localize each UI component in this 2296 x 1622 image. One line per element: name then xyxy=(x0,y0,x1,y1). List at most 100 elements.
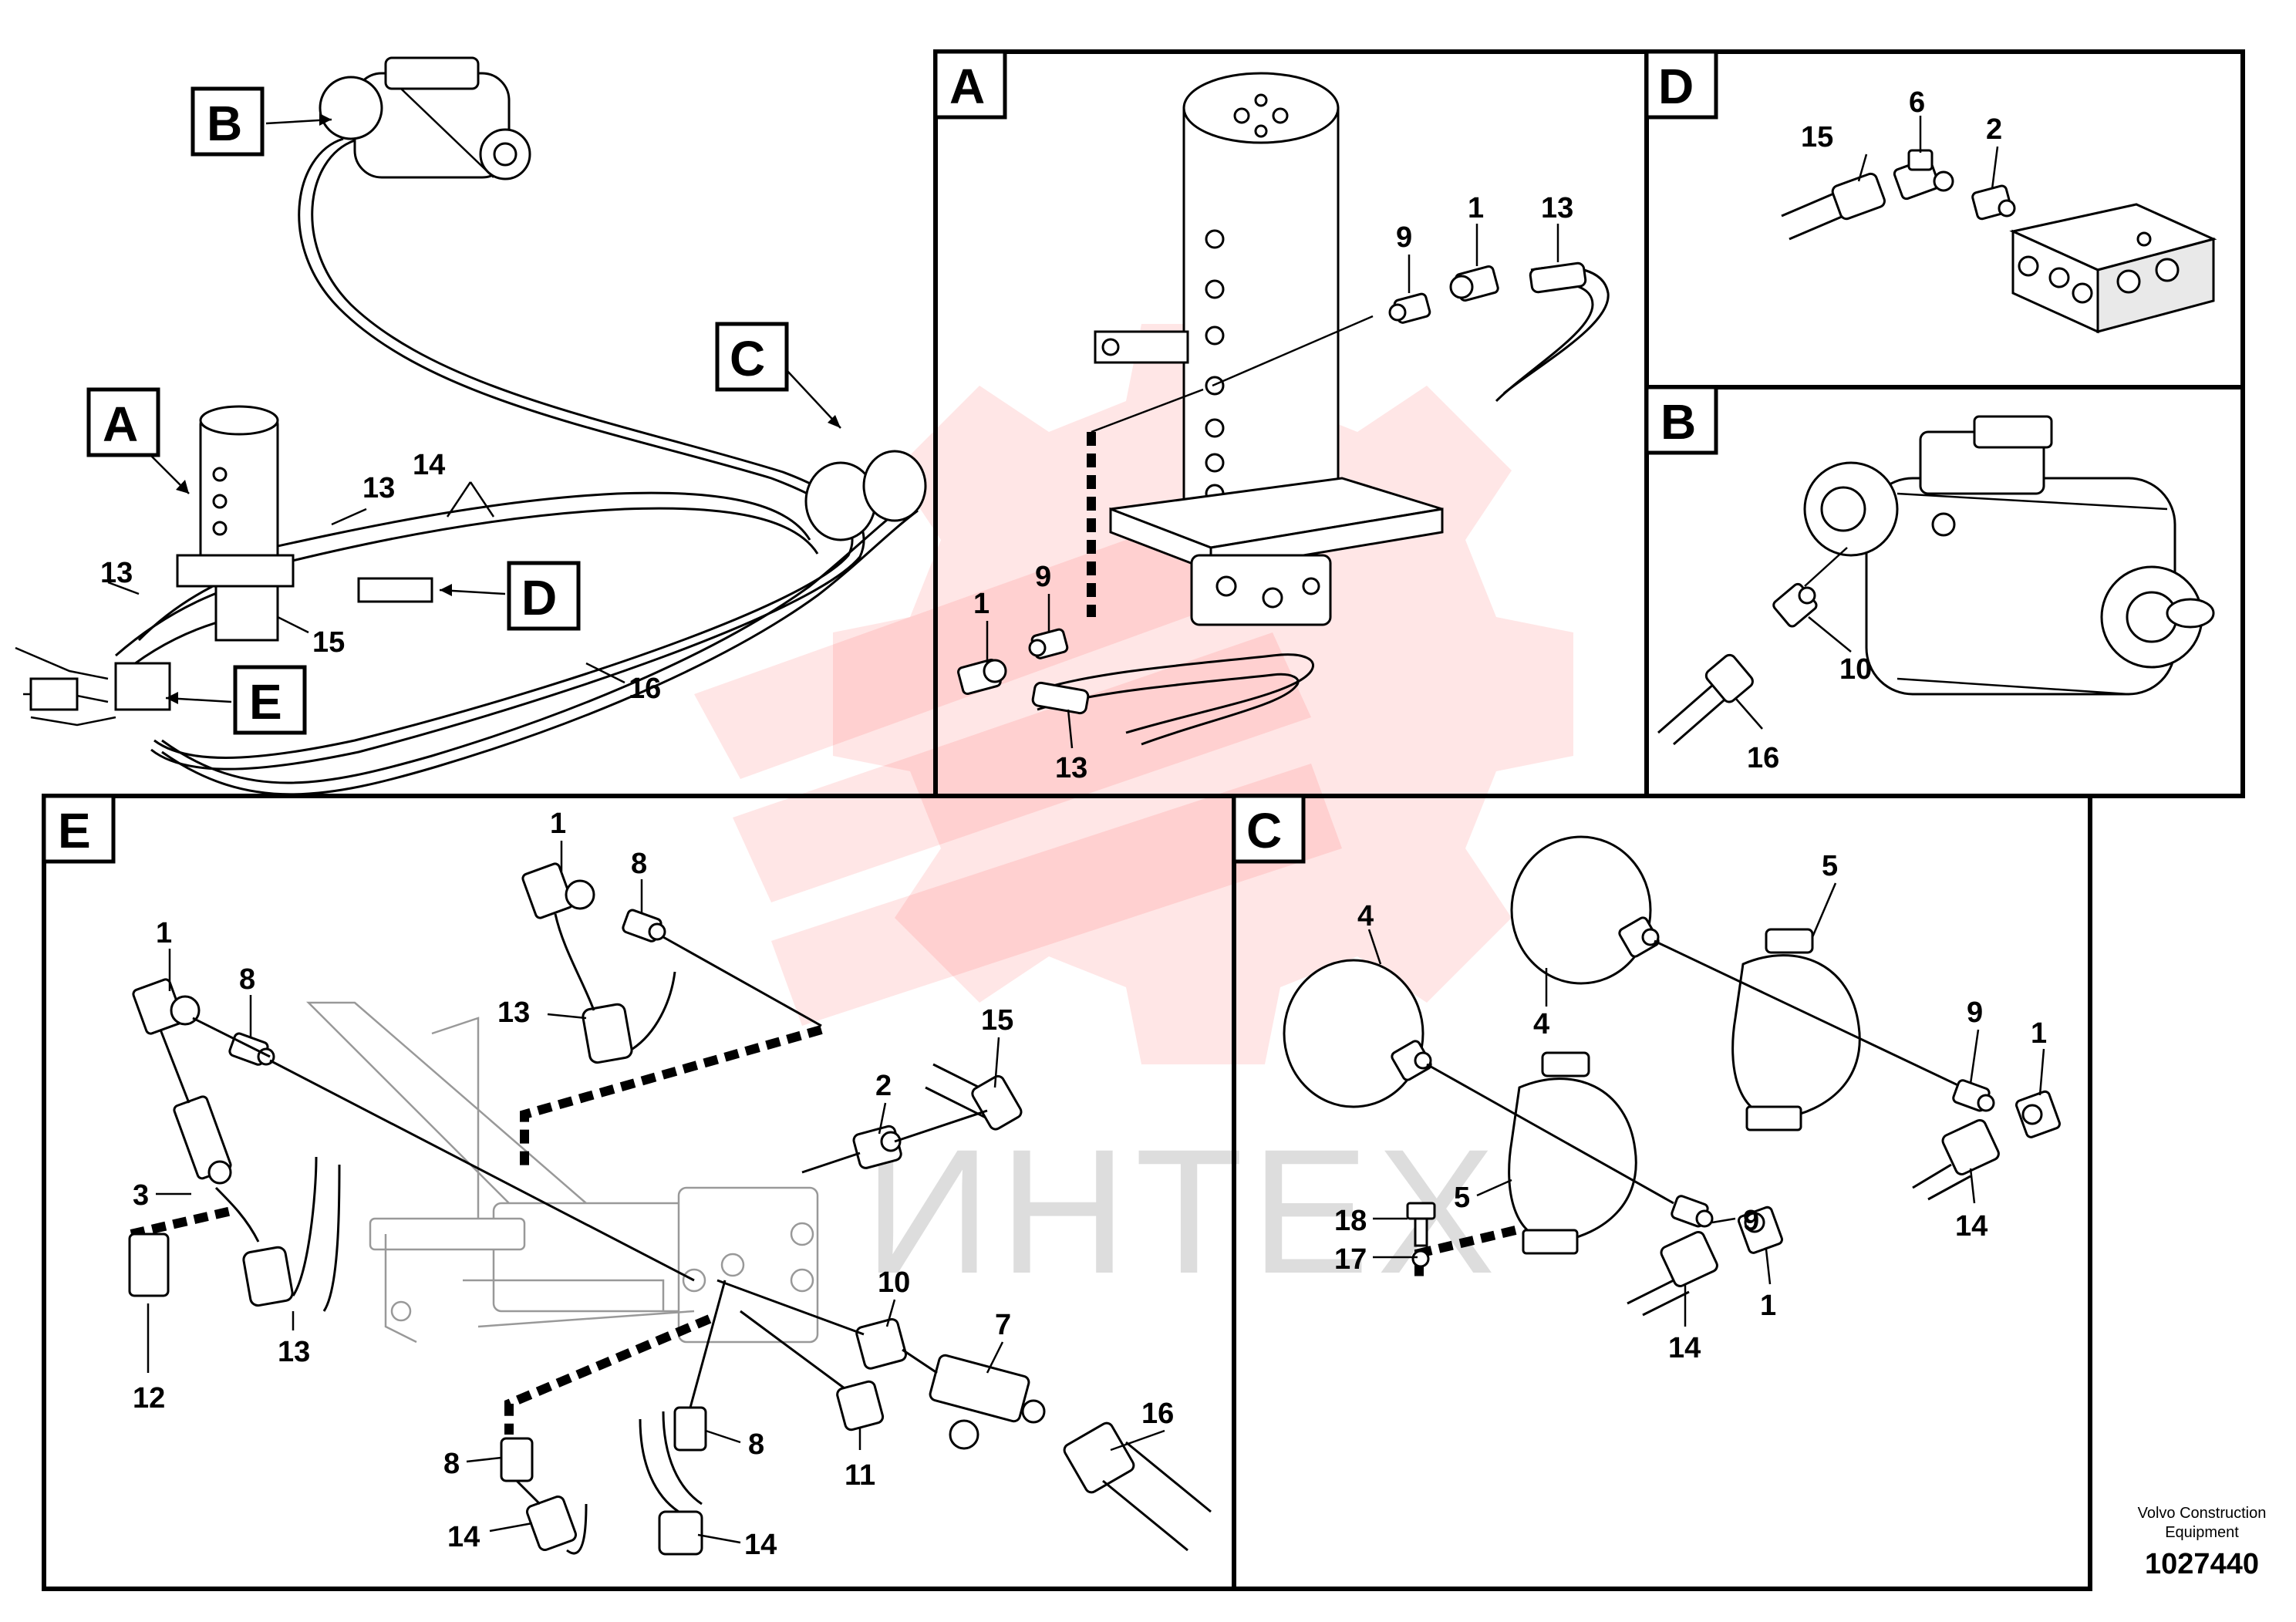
panel-e-tee-3 xyxy=(173,1095,232,1185)
panel-e-label-1b: 1 xyxy=(550,808,566,840)
panel-e-tee-7 xyxy=(929,1354,1046,1450)
panel-a-tag: A xyxy=(949,59,985,114)
panel-d-tag: D xyxy=(1658,59,1694,114)
watermark-gear-logo xyxy=(694,324,1573,1064)
panel-c-accumulator-left xyxy=(1283,959,1432,1108)
panel-e-fitting-1-left xyxy=(132,978,201,1035)
tag-c-overview-label: C xyxy=(730,331,765,386)
panel-c-label-5b: 5 xyxy=(1454,1182,1470,1214)
panel-d-elbow-6 xyxy=(1893,149,1954,201)
panel-e-tag: E xyxy=(58,803,91,858)
panel-a-label-13a: 13 xyxy=(1541,192,1573,224)
brand-line-2: Equipment xyxy=(2165,1524,2239,1541)
panel-c-label-14b: 14 xyxy=(1955,1210,1988,1243)
panel-b: B 10 16 xyxy=(1644,385,2245,798)
panel-e-adapter-2 xyxy=(852,1125,902,1169)
panel-e-label-8c: 8 xyxy=(443,1448,460,1480)
panel-a-label-1a: 1 xyxy=(1468,192,1484,224)
panel-c-hose-end-14-lower xyxy=(1627,1230,1718,1317)
panel-e-hose-14-right xyxy=(639,1411,703,1556)
panel-e-control-valve xyxy=(305,1001,819,1344)
tag-b-overview xyxy=(190,86,265,157)
panel-c-label-9a: 9 xyxy=(1967,996,1983,1029)
panel-c-fitting-9-upper xyxy=(1952,1079,1995,1112)
panel-b-tag: B xyxy=(1660,394,1696,450)
panel-a-fitting-9-bottom xyxy=(1028,628,1069,659)
panel-c-label-5a: 5 xyxy=(1822,850,1838,882)
panel-e-label-10: 10 xyxy=(878,1266,910,1299)
panel-a-label-13b: 13 xyxy=(1055,752,1087,784)
overview-assembly xyxy=(15,56,927,796)
panel-a-label-9a: 9 xyxy=(1396,221,1412,254)
panel-a-label-9b: 9 xyxy=(1035,561,1051,593)
overview-swivel xyxy=(176,405,295,642)
panel-e-adapter-10 xyxy=(855,1317,907,1370)
brand-line-1: Volvo Construction xyxy=(2138,1505,2267,1522)
panel-e-label-7: 7 xyxy=(995,1309,1011,1341)
overview-accumulators xyxy=(804,450,927,541)
panel-e-fitting-8-bottom-right xyxy=(673,1406,707,1452)
panel-e-fitting-8-top xyxy=(622,909,666,943)
panel-a-label-1b: 1 xyxy=(973,588,990,620)
panel-e-label-8d: 8 xyxy=(748,1428,764,1461)
panel-e: E xyxy=(42,794,1236,1591)
panel-c-hose-end-14-upper xyxy=(1912,1118,2000,1201)
overview-pump xyxy=(319,56,531,180)
panel-e-label-13b: 13 xyxy=(278,1336,310,1368)
panel-c-fitting-1-upper xyxy=(2014,1090,2061,1138)
panel-a-fitting-9-top xyxy=(1388,292,1431,324)
panel-c-label-14a: 14 xyxy=(1668,1332,1701,1364)
tag-d-overview-label: D xyxy=(521,570,557,626)
panel-b-label-10: 10 xyxy=(1839,653,1872,686)
brand-block: Volvo Construction Equipment 1027440 xyxy=(2138,1505,2267,1580)
panel-c-fitting-9-lower xyxy=(1671,1195,1714,1228)
overview-block-d xyxy=(357,577,433,603)
panel-d-valve-block xyxy=(2009,203,2217,334)
panel-c-label-9b: 9 xyxy=(1743,1205,1759,1237)
panel-e-label-1a: 1 xyxy=(156,917,172,949)
panel-c-label-1a: 1 xyxy=(2031,1017,2047,1050)
panel-e-hose-16 xyxy=(1063,1421,1212,1552)
panel-d-label-6: 6 xyxy=(1909,86,1925,119)
overview-label-15: 15 xyxy=(312,626,345,659)
panel-e-label-2: 2 xyxy=(875,1070,892,1102)
panel-c-label-4b: 4 xyxy=(1533,1008,1549,1040)
panel-e-fitting-1-top xyxy=(521,862,595,919)
panel-e-hose-13-left xyxy=(242,1156,341,1312)
overview-label-16: 16 xyxy=(629,673,661,705)
tag-e-overview-label: E xyxy=(249,674,282,730)
panel-e-fitting-8-bottom-left xyxy=(500,1437,534,1482)
panel-e-label-3: 3 xyxy=(133,1179,149,1212)
panel-c-tag: C xyxy=(1246,803,1282,858)
panel-a-swivel-joint xyxy=(1094,72,1444,626)
panel-c-label-18: 18 xyxy=(1334,1205,1367,1237)
tag-c-overview xyxy=(715,322,789,392)
tag-a-overview-label: A xyxy=(103,396,138,452)
panel-a: A xyxy=(933,49,1649,798)
panel-c-accumulator-right xyxy=(1510,835,1660,985)
panel-b-pump xyxy=(1803,415,2215,696)
panel-c-label-4a: 4 xyxy=(1357,900,1374,932)
panel-d-label-15: 15 xyxy=(1801,121,1833,153)
tag-a-overview xyxy=(86,387,160,457)
panel-e-hose-13-top xyxy=(554,913,676,1064)
overview-label-14: 14 xyxy=(413,449,445,481)
panel-e-label-12: 12 xyxy=(133,1382,165,1415)
panel-e-label-15: 15 xyxy=(981,1004,1013,1037)
panel-e-hose-14-left xyxy=(515,1479,588,1555)
overview-control-valve xyxy=(15,646,171,727)
panel-e-label-8a: 8 xyxy=(239,963,255,996)
panel-e-plug-11 xyxy=(836,1380,885,1431)
panel-e-label-16: 16 xyxy=(1141,1398,1174,1430)
panel-c-label-1b: 1 xyxy=(1760,1290,1776,1322)
panel-e-label-13a: 13 xyxy=(497,996,530,1029)
panel-b-hose-end-16 xyxy=(1704,653,1754,703)
panel-c-clamp-right xyxy=(1731,928,1861,1131)
panel-e-label-14b: 14 xyxy=(744,1529,777,1561)
doc-number: 1027440 xyxy=(2145,1548,2259,1580)
watermark-text: ИНТЕХ xyxy=(864,1112,1503,1310)
overview-label-13b: 13 xyxy=(100,557,133,589)
panel-d: D 15 6 2 xyxy=(1644,49,2245,389)
panel-c-label-17: 17 xyxy=(1334,1243,1367,1276)
